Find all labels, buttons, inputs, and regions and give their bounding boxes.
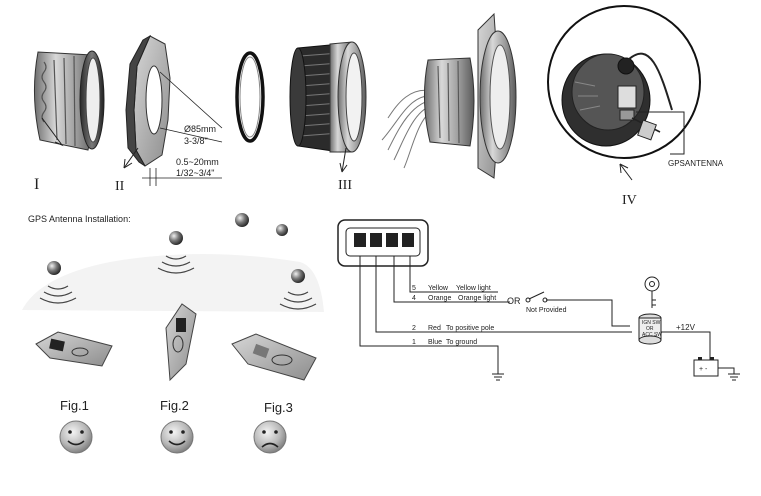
switch-label: Not Provided xyxy=(526,307,567,314)
or-label: OR xyxy=(507,296,521,306)
gps-antenna-label: GPSANTENNA xyxy=(668,159,724,168)
satellite xyxy=(291,269,305,283)
assembled-gauge xyxy=(381,12,517,179)
part-4-numeral: IV xyxy=(622,193,637,208)
wire-4-color: Orange xyxy=(428,295,451,302)
wires xyxy=(359,256,632,374)
wire-2-function: To positive pole xyxy=(446,325,494,332)
part-1-bezel: I xyxy=(33,50,105,193)
wire-5-pin: 5 xyxy=(412,285,416,292)
wire-1-color: Blue xyxy=(428,339,442,346)
wire-4-function: Orange light xyxy=(458,295,496,302)
fig-3-sad-face-icon xyxy=(253,420,287,454)
satellite xyxy=(276,224,288,236)
diameter-inch-label: 3-3/8" xyxy=(184,136,208,146)
wire-1-pin: 1 xyxy=(412,339,416,346)
satellite xyxy=(235,213,249,227)
thickness-inch-label: 1/32~3/4" xyxy=(176,168,214,178)
ignition-switch: IGN SW OR ACC SW xyxy=(638,313,662,345)
voltage-label: +12V xyxy=(676,323,696,332)
satellite-sky-area xyxy=(22,213,324,312)
switch-symbol xyxy=(525,291,548,303)
part-2-numeral: II xyxy=(115,179,125,194)
diameter-label: Ø85mm xyxy=(184,124,216,134)
wire-1-function: To ground xyxy=(446,339,477,346)
o-ring xyxy=(235,51,265,143)
satellite xyxy=(169,231,183,245)
ignition-line-2: OR xyxy=(646,326,654,332)
part-2-mounting-plate: Ø85mm 3-3/8" 0.5~20mm 1/32~3/4" II xyxy=(115,34,223,194)
fig-2-label: Fig.2 xyxy=(160,398,189,413)
ignition-line-3: ACC SW xyxy=(642,332,662,338)
fig-3-device xyxy=(231,333,317,381)
part-3-numeral: III xyxy=(338,178,352,193)
wire-2-color: Red xyxy=(428,325,441,332)
wire-5-function: Yellow light xyxy=(456,285,491,292)
part-1-numeral: I xyxy=(34,176,39,193)
connector-plug xyxy=(337,219,429,267)
fig-3-label: Fig.3 xyxy=(264,400,293,415)
fig-1-device xyxy=(35,331,113,367)
ground-symbol-right xyxy=(728,373,740,381)
ground-symbol-left xyxy=(492,373,504,381)
thickness-label: 0.5~20mm xyxy=(176,157,219,167)
fig-1-label: Fig.1 xyxy=(60,398,89,413)
key-icon xyxy=(644,276,660,308)
ignition-line-1: IGN SW xyxy=(642,320,661,326)
part-4-back-view: GPSANTENNA IV xyxy=(547,5,724,208)
wire-4-pin: 4 xyxy=(412,295,416,302)
battery-symbol: + - xyxy=(699,366,708,373)
part-3-threaded-nut: III xyxy=(289,41,367,193)
battery-icon: + - xyxy=(693,357,719,377)
satellite xyxy=(47,261,61,275)
fig-2-happy-face-icon xyxy=(160,420,194,454)
fig-2-device xyxy=(165,303,197,382)
wire-5-color: Yellow xyxy=(428,285,449,292)
fig-1-happy-face-icon xyxy=(59,420,93,454)
gps-section-title: GPS Antenna Installation: xyxy=(28,214,131,224)
wire-2-pin: 2 xyxy=(412,325,416,332)
